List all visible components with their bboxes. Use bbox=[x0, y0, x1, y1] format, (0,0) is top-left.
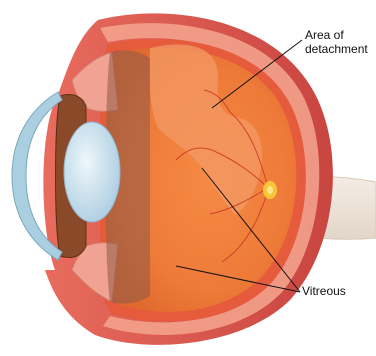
label-vitreous: Vitreous bbox=[302, 284, 346, 298]
label-area-of-detachment-line2: detachment bbox=[305, 42, 368, 56]
lens bbox=[64, 122, 120, 222]
label-area-of-detachment-line1: Area of bbox=[305, 28, 368, 42]
label-area-of-detachment: Area of detachment bbox=[305, 28, 368, 56]
optic-disc-core bbox=[267, 186, 273, 194]
